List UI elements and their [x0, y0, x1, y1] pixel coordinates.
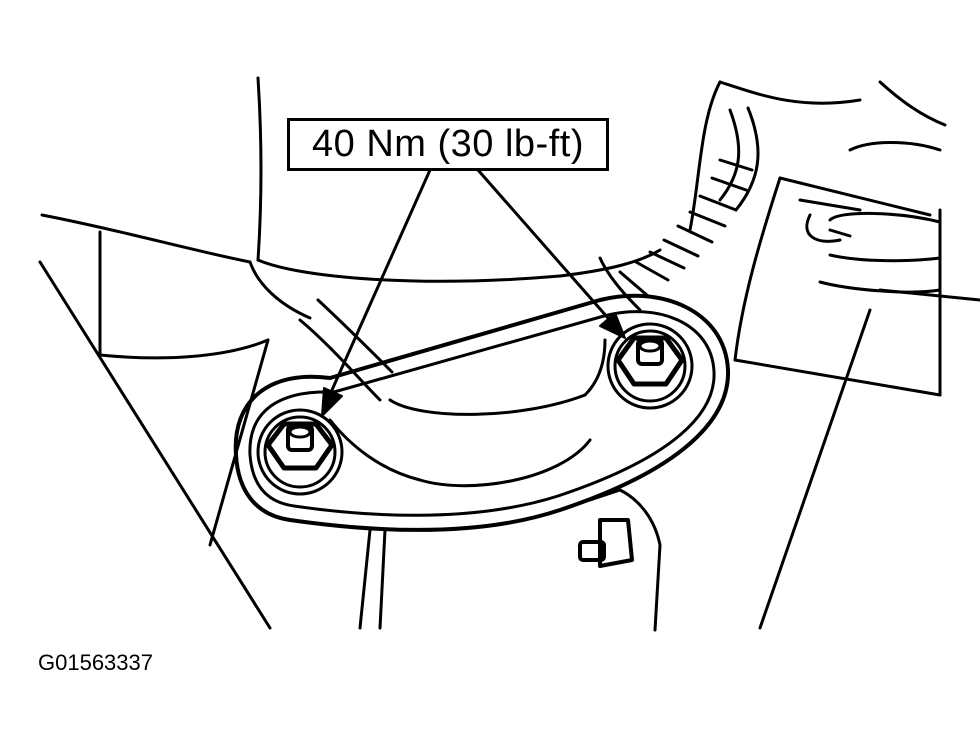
right-flange-nut	[606, 322, 694, 410]
exhaust-manifold-body	[256, 76, 947, 283]
left-flange-nut	[256, 408, 344, 496]
figure-id: G01563337	[38, 650, 153, 675]
left-body-panel	[38, 213, 312, 630]
mounting-stud	[578, 488, 662, 632]
callout-leaders	[321, 168, 626, 417]
torque-specification-label: 40 Nm (30 lb-ft)	[287, 118, 609, 171]
arrow-to-left-nut	[321, 387, 343, 417]
arrow-to-right-nut	[599, 312, 626, 339]
oxygen-sensor-harness	[598, 106, 760, 312]
right-bracket	[733, 141, 942, 397]
exhaust-pipe	[298, 298, 607, 488]
lower-frame-lines	[358, 288, 980, 630]
